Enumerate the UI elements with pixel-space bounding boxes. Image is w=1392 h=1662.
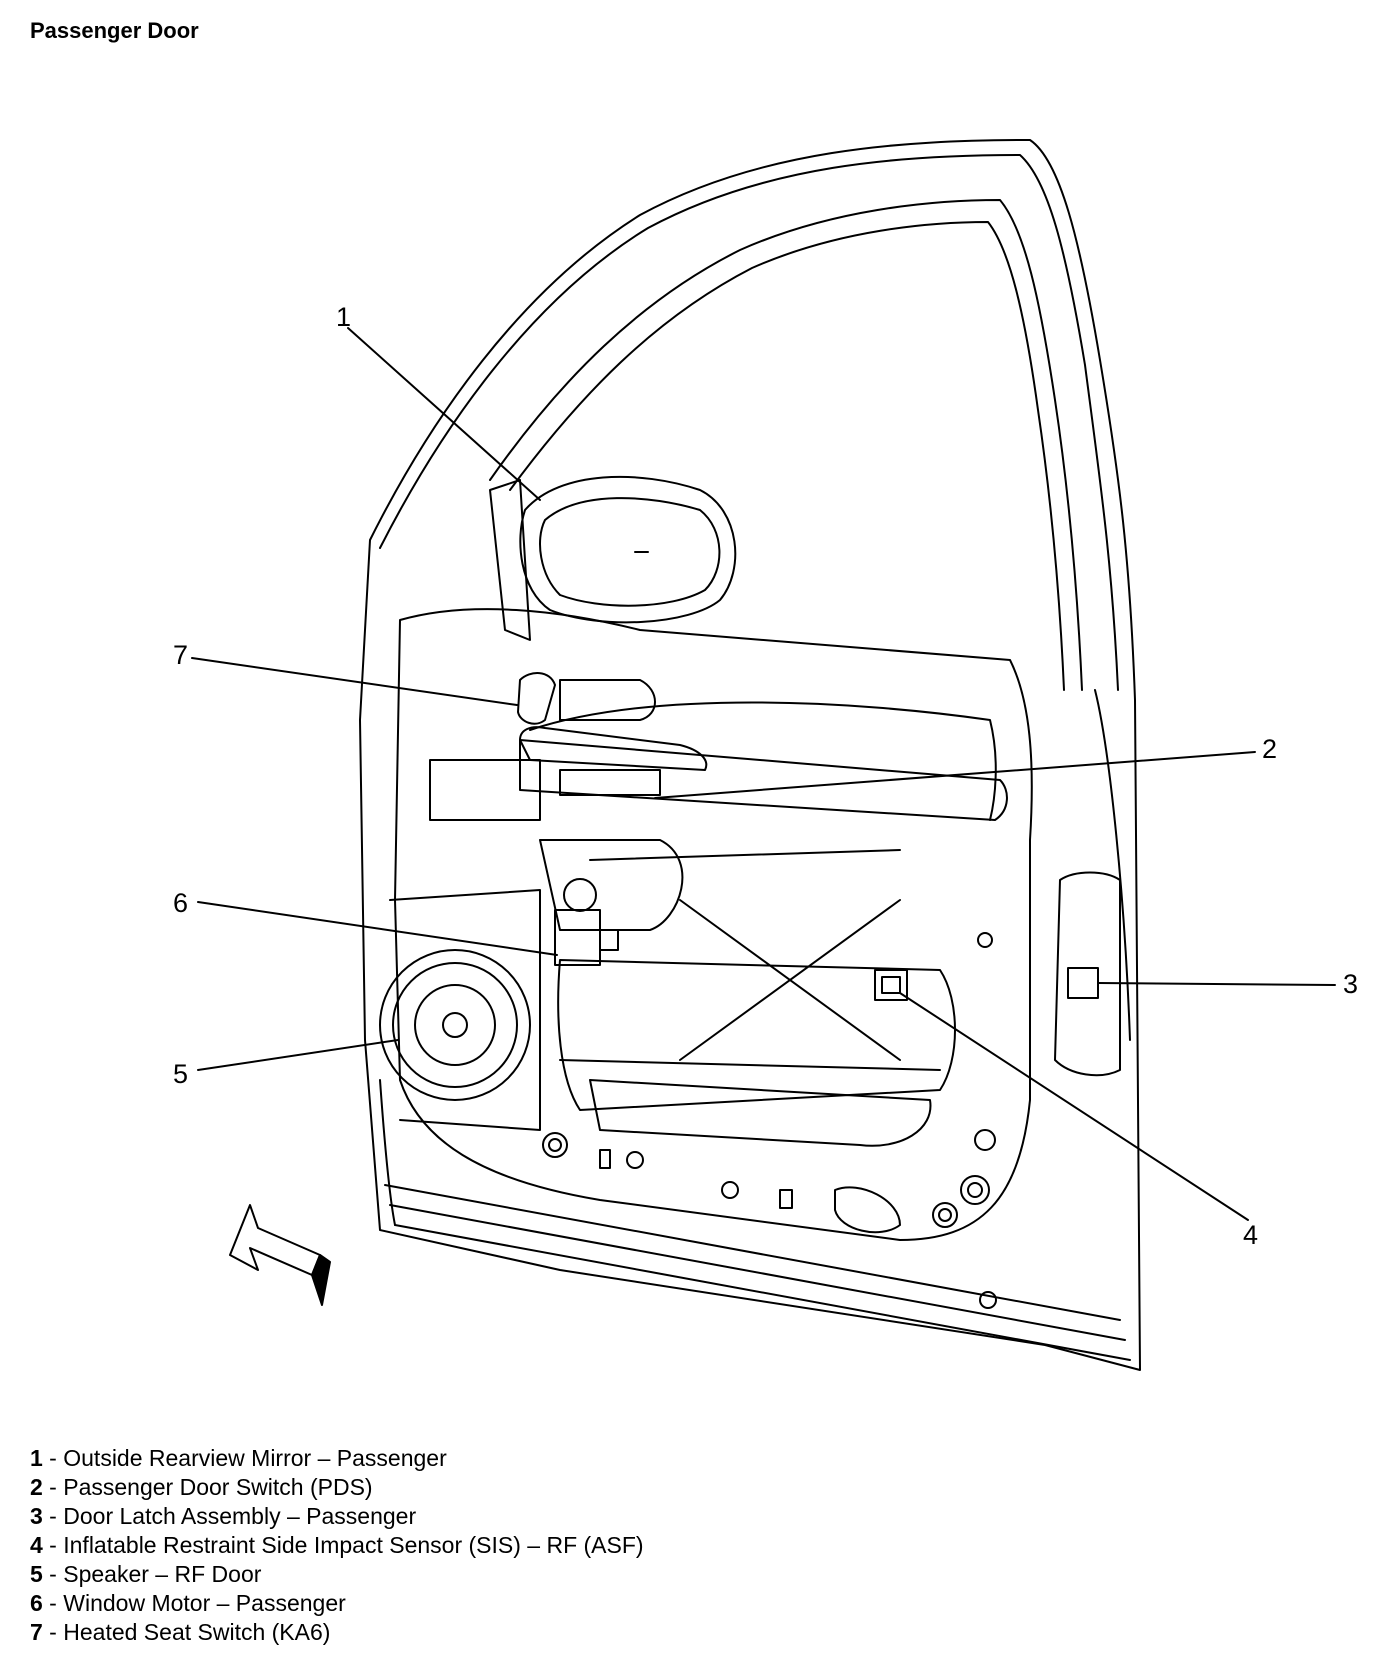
callout-3: 3 (1343, 969, 1358, 999)
outside-mirror (489, 475, 737, 641)
callout-5: 5 (173, 1059, 188, 1089)
callout-4: 4 (1243, 1220, 1258, 1250)
callout-2: 2 (1262, 734, 1277, 764)
leader-line-6 (197, 901, 558, 956)
direction-arrow-icon (229, 1204, 331, 1306)
callout-6: 6 (173, 888, 188, 918)
door-latch (1054, 871, 1121, 1077)
legend-item: 2 - Passenger Door Switch (PDS) (30, 1474, 373, 1500)
callout-numbers: 1 2 3 4 5 6 7 (173, 302, 1358, 1250)
leader-line-5 (197, 1039, 399, 1071)
leader-line-3 (1097, 982, 1336, 986)
door-diagram: 1 2 3 4 5 6 7 (173, 139, 1358, 1371)
leader-line-7 (191, 657, 518, 706)
leader-line-1 (347, 327, 541, 501)
speaker (379, 949, 531, 1101)
diagram-title: Passenger Door (30, 18, 199, 43)
callout-7: 7 (173, 640, 188, 670)
legend: 1 - Outside Rearview Mirror – Passenger … (30, 1444, 644, 1647)
legend-item: 1 - Outside Rearview Mirror – Passenger (30, 1445, 447, 1471)
side-impact-sensor (874, 969, 908, 1001)
legend-item: 7 - Heated Seat Switch (KA6) (30, 1619, 331, 1645)
legend-item: 4 - Inflatable Restraint Side Impact Sen… (30, 1532, 644, 1558)
window-motor (554, 878, 619, 966)
heated-seat-switch (517, 672, 656, 725)
inner-panel (389, 608, 1033, 1241)
leader-line-2 (654, 751, 1256, 799)
drain-holes (542, 932, 997, 1309)
leader-line-4 (899, 992, 1249, 1221)
callout-1: 1 (336, 302, 351, 332)
legend-item: 6 - Window Motor – Passenger (30, 1590, 346, 1616)
door-outline (359, 139, 1141, 1371)
legend-item: 3 - Door Latch Assembly – Passenger (30, 1503, 417, 1529)
legend-item: 5 - Speaker – RF Door (30, 1561, 262, 1587)
leader-lines (191, 327, 1336, 1221)
door-switch-armrest (519, 726, 708, 796)
